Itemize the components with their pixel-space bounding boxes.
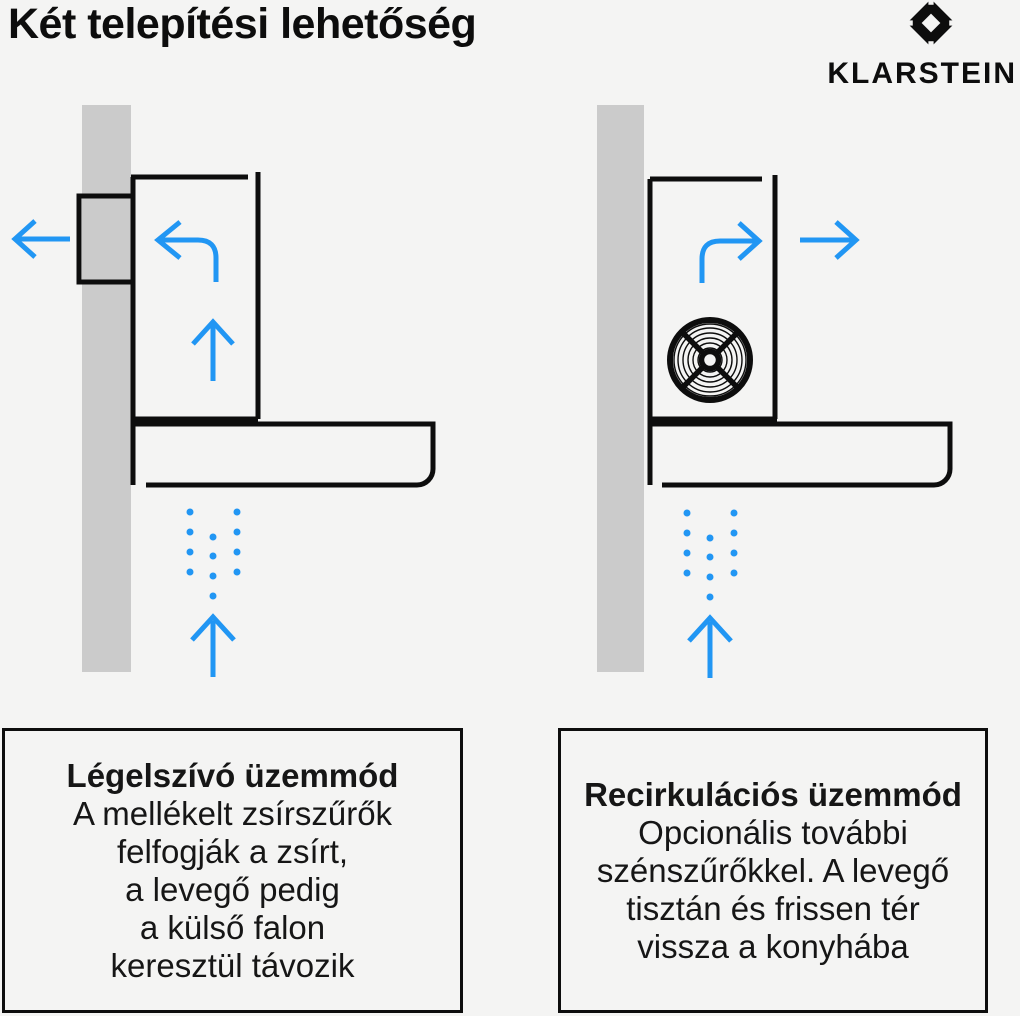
caption-extraction-mode: Légelszívó üzemmód A mellékelt zsírszűrő… bbox=[2, 728, 463, 1013]
caption-line: a levegő pedig bbox=[125, 870, 340, 908]
hood-outline bbox=[130, 172, 436, 488]
caption-line: felfogják a zsírt, bbox=[116, 832, 349, 870]
arrow-turn-left-icon bbox=[154, 220, 219, 282]
wall bbox=[82, 105, 131, 672]
arrow-right-icon bbox=[800, 220, 860, 260]
caption-line: keresztül távozik bbox=[110, 946, 355, 984]
page-title: Két telepítési lehetőség bbox=[8, 0, 477, 48]
caption-title: Recirkulációs üzemmód bbox=[584, 775, 962, 813]
arrow-up-icon bbox=[190, 613, 236, 677]
arrow-turn-right-icon bbox=[699, 221, 763, 283]
diagram-recirculation bbox=[597, 105, 953, 678]
caption-line: tisztán és frissen tér bbox=[626, 889, 920, 927]
hood-outline bbox=[647, 175, 953, 488]
caption-line: Opcionális további bbox=[638, 813, 908, 851]
steam-dots-icon bbox=[683, 509, 738, 601]
wall-duct bbox=[76, 193, 136, 285]
brand-block: KLARSTEIN bbox=[805, 0, 1020, 95]
caption-title: Légelszívó üzemmód bbox=[66, 756, 399, 794]
fan-grille-icon bbox=[667, 317, 753, 403]
klarstein-diamond-icon bbox=[905, 0, 957, 48]
caption-recirculation-mode: Recirkulációs üzemmód Opcionális további… bbox=[558, 728, 988, 1013]
caption-line: A mellékelt zsírszűrők bbox=[72, 794, 393, 832]
steam-dots-icon bbox=[186, 508, 241, 600]
diagram-extraction bbox=[11, 105, 436, 677]
caption-line: a külső falon bbox=[139, 908, 326, 946]
brand-name: KLARSTEIN bbox=[827, 57, 1017, 90]
arrow-left-icon bbox=[11, 219, 70, 259]
caption-line: vissza a konyhába bbox=[637, 927, 909, 965]
arrow-up-icon bbox=[687, 614, 733, 678]
caption-line: szénszűrőkkel. A levegő bbox=[596, 851, 950, 889]
arrow-up-icon bbox=[191, 318, 235, 381]
wall bbox=[597, 105, 644, 672]
